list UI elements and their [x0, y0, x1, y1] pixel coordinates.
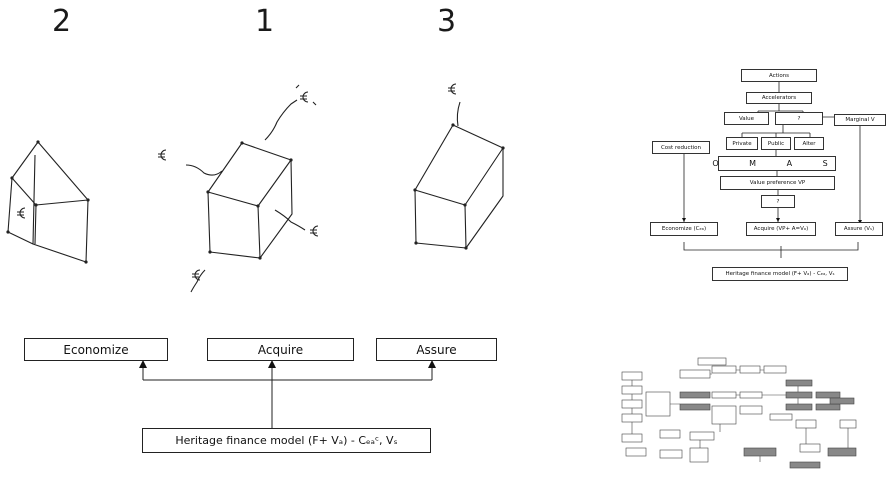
- fc-economize: Economize (Cₑₐ): [650, 222, 718, 236]
- fc-assure: Assure (Vₛ): [835, 222, 883, 236]
- fc-value-preference: Value preference VP: [720, 176, 835, 190]
- euro-icon-bottom: [192, 269, 201, 281]
- sketch-number-1: 1: [255, 4, 275, 39]
- sketch-number-3: 3: [437, 4, 457, 39]
- fc-question-2: ?: [761, 195, 795, 208]
- euro-icon-left: [158, 149, 167, 161]
- fc-omas: O M A S: [712, 156, 836, 171]
- heritage-model-box: Heritage finance model (F+ Vₐ) - Cₑₐᶜ, V…: [142, 428, 431, 453]
- left-diagram-connectors: [142, 366, 433, 428]
- euro-icon-house2: [17, 207, 26, 219]
- right-flowchart-connectors: [683, 82, 861, 258]
- thumbnail-flowchart: [621, 357, 857, 469]
- sketch-number-2: 2: [52, 4, 72, 39]
- euro-icon-top: [295, 84, 317, 106]
- euro-icon-right: [310, 225, 319, 237]
- fc-public: Public: [761, 137, 791, 150]
- assure-box: Assure: [376, 338, 497, 361]
- fc-acquire: Acquire (VP+ A=Vₐ): [746, 222, 816, 236]
- fc-heritage-model: Heritage finance model (F+ Vₐ) - Cₑₐ, Vₛ: [712, 267, 848, 281]
- fc-accelerators: Accelerators: [746, 92, 812, 104]
- fc-alter: Alter: [794, 137, 824, 150]
- acquire-box: Acquire: [207, 338, 354, 361]
- euro-icon-house3: [448, 83, 457, 95]
- economize-box: Economize: [24, 338, 168, 361]
- house-sketch-1: [207, 142, 293, 259]
- fc-private: Private: [726, 137, 758, 150]
- house-sketch-3: [414, 124, 504, 249]
- fc-value: Value: [724, 112, 769, 125]
- fc-question-1: ?: [775, 112, 823, 125]
- fc-cost-reduction: Cost reduction: [652, 141, 710, 154]
- fc-actions: Actions: [741, 69, 817, 82]
- house-sketch-2: [7, 141, 89, 263]
- fc-marginal: Marginal V: [834, 114, 886, 126]
